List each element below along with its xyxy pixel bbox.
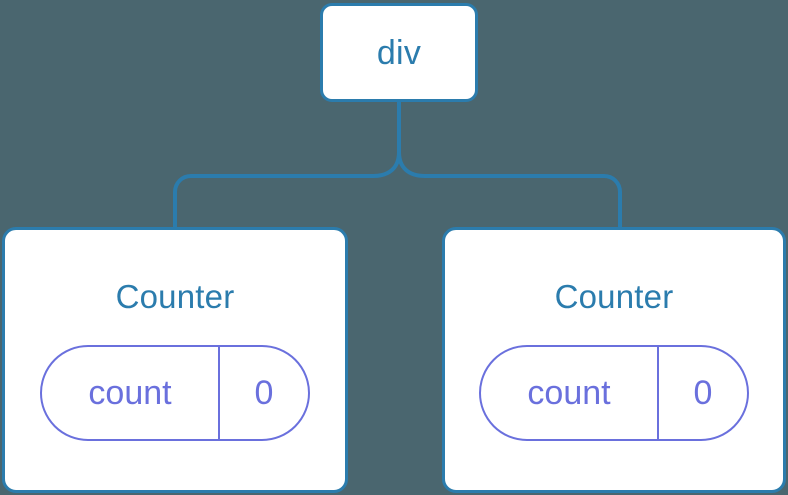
- state-value-label: 0: [657, 347, 747, 439]
- state-key-label: count: [527, 374, 611, 412]
- state-pill[interactable]: count 0: [40, 345, 310, 441]
- connector-branch-left: [173, 151, 401, 228]
- component-title: Counter: [554, 278, 674, 315]
- component-card-counter-0[interactable]: Counter count 0: [2, 227, 348, 493]
- state-key-label: count: [88, 374, 172, 412]
- state-pill[interactable]: count 0: [479, 345, 749, 441]
- component-card-counter-1[interactable]: Counter count 0: [442, 227, 786, 493]
- root-node-div[interactable]: div: [320, 3, 478, 102]
- state-value-label: 0: [218, 347, 308, 439]
- root-node-label: div: [376, 33, 422, 72]
- connector-branch-right: [397, 151, 622, 228]
- component-title: Counter: [115, 278, 235, 315]
